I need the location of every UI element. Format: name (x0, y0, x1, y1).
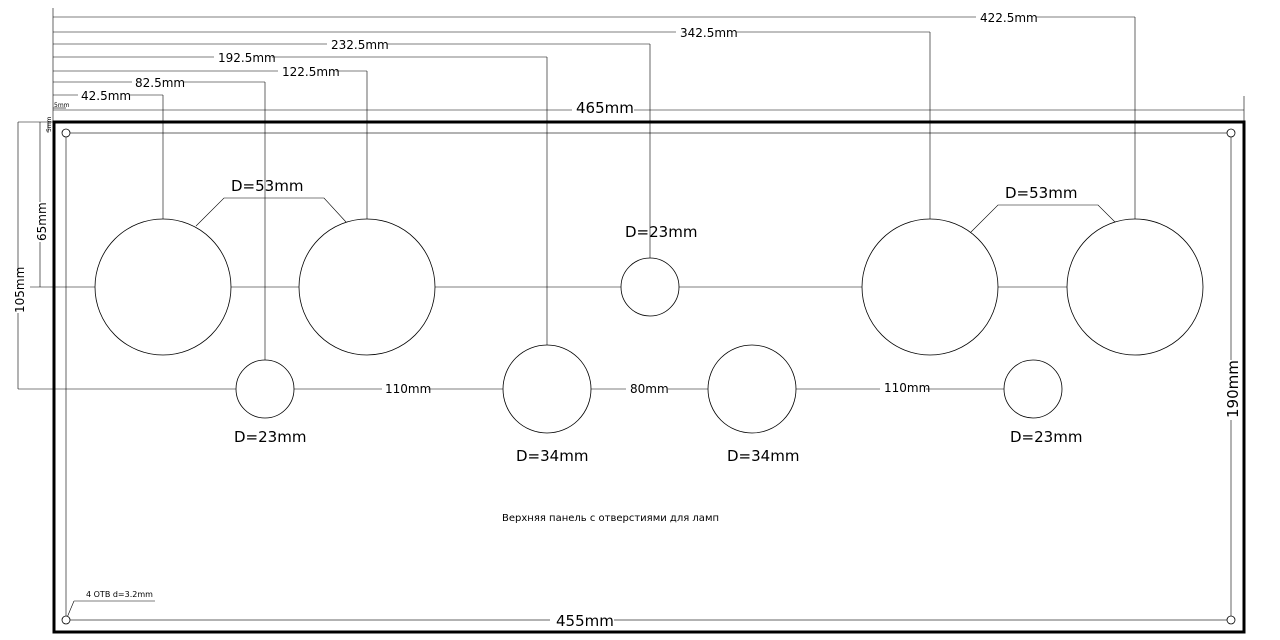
top-dimension-lines (52, 8, 1245, 360)
label-d23-top: D=23mm (625, 223, 697, 241)
dim-105: 105mm (13, 267, 27, 313)
dim-inner-width: 455mm (556, 612, 614, 630)
dim-offset-left: 5mm (54, 102, 70, 109)
spacing-80: 80mm (630, 382, 669, 396)
label-backgrounds (10, 9, 1242, 629)
mounting-holes (61, 128, 1236, 625)
label-d23-right: D=23mm (1010, 428, 1082, 446)
label-d34-left: D=34mm (516, 447, 588, 465)
dim-342-5: 342.5mm (680, 26, 738, 40)
label-d23-left: D=23mm (234, 428, 306, 446)
dim-82-5: 82.5mm (135, 76, 185, 90)
panel-outline (52, 120, 1246, 634)
dim-offset-top: 5mm (46, 116, 53, 132)
dim-42-5: 42.5mm (81, 89, 131, 103)
spacing-110-right: 110mm (884, 381, 930, 395)
label-d34-right: D=34mm (727, 447, 799, 465)
dimension-labels: 422.5mm 342.5mm 232.5mm 192.5mm 122.5mm … (13, 11, 1242, 630)
hole-d23-left (235, 359, 295, 419)
dim-overall-width: 465mm (576, 99, 634, 117)
dim-height: 190mm (1224, 360, 1242, 418)
hole-d23-top (620, 257, 680, 317)
mounting-hole (61, 128, 71, 138)
hole-d34-right (707, 344, 797, 434)
hole-d53-left-1 (94, 218, 232, 356)
hole-d53-right-2 (1066, 218, 1204, 356)
hole-d34-left (502, 344, 592, 434)
dim-422-5: 422.5mm (980, 11, 1038, 25)
holes (94, 218, 1204, 434)
label-d53-right: D=53mm (1005, 184, 1077, 202)
hole-d23-right (1003, 359, 1063, 419)
hole-d53-left-2 (298, 218, 436, 356)
dim-192-5: 192.5mm (218, 51, 276, 65)
mounting-hole (1226, 128, 1236, 138)
dim-65: 65mm (35, 202, 49, 241)
mounting-hole (61, 615, 71, 625)
dim-232-5: 232.5mm (331, 38, 389, 52)
spacing-110-left: 110mm (385, 382, 431, 396)
mounting-hole (1226, 615, 1236, 625)
hole-labels: D=53mm D=53mm D=23mm D=23mm D=34mm D=34m… (231, 177, 1082, 465)
mounting-note: 4 ОТВ d=3.2mm (86, 590, 153, 599)
hole-d53-right-1 (861, 218, 999, 356)
dim-122-5: 122.5mm (282, 65, 340, 79)
label-d53-left: D=53mm (231, 177, 303, 195)
panel-caption: Верхняя панель с отверстиями для ламп (502, 513, 719, 524)
